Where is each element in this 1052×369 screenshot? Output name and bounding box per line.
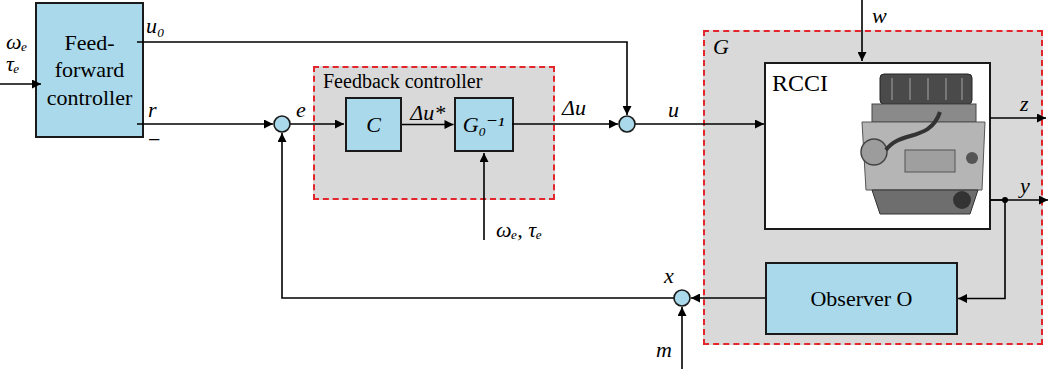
label-slot: w: [872, 2, 887, 30]
signal-name: τₑ: [6, 51, 20, 76]
node-text: RCCI: [772, 68, 983, 98]
engine-block: [862, 122, 985, 190]
signal-name: Δu*: [410, 100, 445, 125]
input-wire: [635, 123, 764, 125]
disturbance-wire: [861, 0, 863, 61]
label-slot: −: [148, 126, 160, 154]
label-slot: x: [664, 262, 674, 290]
scheduling-wire: [483, 153, 485, 240]
engine-illustration: [861, 74, 985, 214]
engine-turbo: [861, 139, 887, 165]
engine-oil-pan: [872, 190, 978, 214]
engine-panel: [905, 150, 955, 172]
signal-name: u: [668, 97, 679, 122]
estimate-wire: [691, 297, 765, 299]
signal-name: z: [1020, 91, 1029, 116]
label-slot: τₑ: [6, 50, 20, 78]
controller-region: Feedback controllerC G₀⁻¹: [313, 66, 555, 200]
engine-rib: [891, 78, 893, 100]
input-wire: [0, 83, 41, 85]
feedforward-wire: [137, 42, 627, 115]
sign-symbol: −: [148, 127, 160, 152]
reference-wire: [137, 123, 273, 125]
engine-pipe: [886, 112, 940, 150]
inverse-model-box: G₀⁻¹: [454, 97, 514, 152]
signal-name: x: [664, 263, 674, 288]
correction-wire: [512, 123, 618, 125]
signal-name: m: [656, 337, 672, 362]
label-slot: r: [148, 96, 157, 124]
node-text: C: [366, 111, 381, 139]
label-slot: Δu*: [410, 99, 445, 127]
summing-junctions: [274, 116, 690, 306]
signal-name: ωₑ, τₑ: [496, 217, 542, 242]
signal-name: u₀: [146, 13, 165, 38]
summing-junction: [674, 290, 690, 306]
label-slot: Δu: [562, 94, 586, 122]
feedback-wire: [282, 133, 674, 298]
signal-name: Δu: [562, 95, 586, 120]
summing-junction: [274, 116, 290, 132]
observer-box: Observer O: [765, 262, 958, 335]
node-text: G₀⁻¹: [463, 111, 505, 139]
controller-box: Feed- forward controller: [35, 2, 144, 138]
signal-name: e: [296, 97, 306, 122]
engine-rib: [927, 78, 929, 100]
noise-wire: [681, 307, 683, 369]
error-wire: [290, 123, 344, 125]
plant-region: G RCCI Observer O: [703, 30, 1043, 345]
engine-rib: [945, 78, 947, 100]
label-slot: z: [1020, 90, 1029, 118]
output-wire: [990, 117, 1046, 119]
signal-name: w: [872, 3, 887, 28]
signal-name: r: [148, 97, 157, 122]
node-text: Feedback controller: [323, 69, 545, 94]
connector-layer: [402, 125, 1005, 299]
engine-rib: [961, 78, 963, 100]
label-slot: ωₑ, τₑ: [496, 216, 542, 244]
label-slot: e: [296, 96, 306, 124]
controller-box: C: [345, 97, 402, 152]
signal-name: ωₑ: [6, 29, 27, 54]
engine-pulley: [953, 191, 971, 209]
engine-pulley: [966, 152, 978, 164]
engine-head-cover: [880, 74, 972, 104]
node-text: G: [713, 33, 1033, 61]
engine-box: RCCI: [764, 62, 991, 230]
label-slot: y: [1020, 172, 1030, 200]
label-slot: u₀: [146, 12, 165, 40]
node-text: Feed- forward controller: [37, 29, 142, 112]
signal-arrow: [958, 200, 1005, 299]
label-slot: m: [656, 336, 672, 364]
engine-rib: [909, 78, 911, 100]
label-slot: u: [668, 96, 679, 124]
node-text: Observer O: [810, 285, 912, 313]
summing-junction: [619, 116, 635, 132]
signal-name: y: [1020, 173, 1030, 198]
output-wire: [990, 199, 1048, 201]
branch-dot: [1002, 197, 1008, 203]
engine-manifold: [872, 104, 976, 122]
